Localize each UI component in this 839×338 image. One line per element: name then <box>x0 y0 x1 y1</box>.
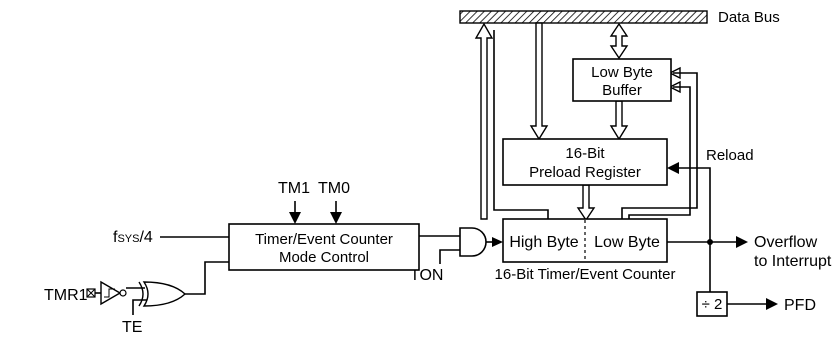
tmr1-label: TMR1 <box>44 287 88 304</box>
tm0-arrowhead <box>330 212 342 224</box>
low-byte-to-buffer-inner <box>628 86 691 219</box>
mode-control-line1: Timer/Event Counter <box>255 231 393 248</box>
preload-register-line1: 16-Bit <box>565 145 605 162</box>
tm1-label: TM1 <box>278 180 310 197</box>
tm1-arrowhead <box>289 212 301 224</box>
low-byte-to-buffer-outer <box>621 72 698 219</box>
preload-to-counter-arrow <box>576 184 596 222</box>
counter-caption: 16-Bit Timer/Event Counter <box>495 266 676 283</box>
low-byte-buffer-box <box>572 58 672 102</box>
schmitt-symbol <box>104 288 115 298</box>
data-bus <box>459 10 708 24</box>
pfd-arrowhead <box>766 298 778 310</box>
and-output-arrowhead <box>492 237 503 247</box>
preload-register-line2: Preload Register <box>529 164 641 181</box>
schmitt-inverter-icon <box>100 280 122 306</box>
divider-box <box>696 291 728 317</box>
pfd-label: PFD <box>784 297 816 314</box>
and-gate <box>459 227 487 257</box>
inverter-bubble <box>119 289 127 297</box>
te-line <box>132 299 147 315</box>
ton-line <box>439 249 460 264</box>
high-byte-to-bus-arrow <box>474 22 494 220</box>
overflow-arrowhead <box>736 236 748 248</box>
buffer-input-arrowhead-2 <box>668 80 681 94</box>
counter-low-byte: Low Byte <box>594 234 660 251</box>
xor-gate-back-curve <box>138 281 144 307</box>
overflow-label-line2: to Interrupt <box>754 253 832 270</box>
fsys-label: fSYS/4 <box>113 229 153 246</box>
mode-control-box <box>228 223 420 271</box>
buffer-input-arrowhead <box>668 66 681 80</box>
te-label: TE <box>122 319 142 336</box>
overflow-label-line1: Overflow <box>754 234 818 251</box>
low-byte-buffer-line2: Buffer <box>602 82 642 99</box>
tm0-label: TM0 <box>318 180 350 197</box>
buffer-to-preload-arrow <box>609 100 629 141</box>
counter-high-byte: High Byte <box>509 234 578 251</box>
tmr1-pin-x2 <box>86 288 96 298</box>
xor-gate <box>142 281 187 307</box>
mode-control-line2: Mode Control <box>279 249 369 266</box>
xor-to-mode-line <box>185 261 229 295</box>
reload-arrowhead <box>667 162 679 174</box>
bus-buffer-bidirectional-arrow <box>609 22 629 60</box>
data-bus-label: Data Bus <box>718 9 780 26</box>
low-byte-buffer-line1: Low Byte <box>591 64 653 81</box>
ton-label: TON <box>410 267 443 284</box>
preload-register-box <box>502 138 668 186</box>
high-byte-path-inner <box>493 30 549 219</box>
reload-line <box>677 167 711 242</box>
reload-label: Reload <box>706 147 754 164</box>
bus-to-preload-arrow <box>529 22 549 141</box>
divider-label: ÷ 2 <box>702 296 723 313</box>
